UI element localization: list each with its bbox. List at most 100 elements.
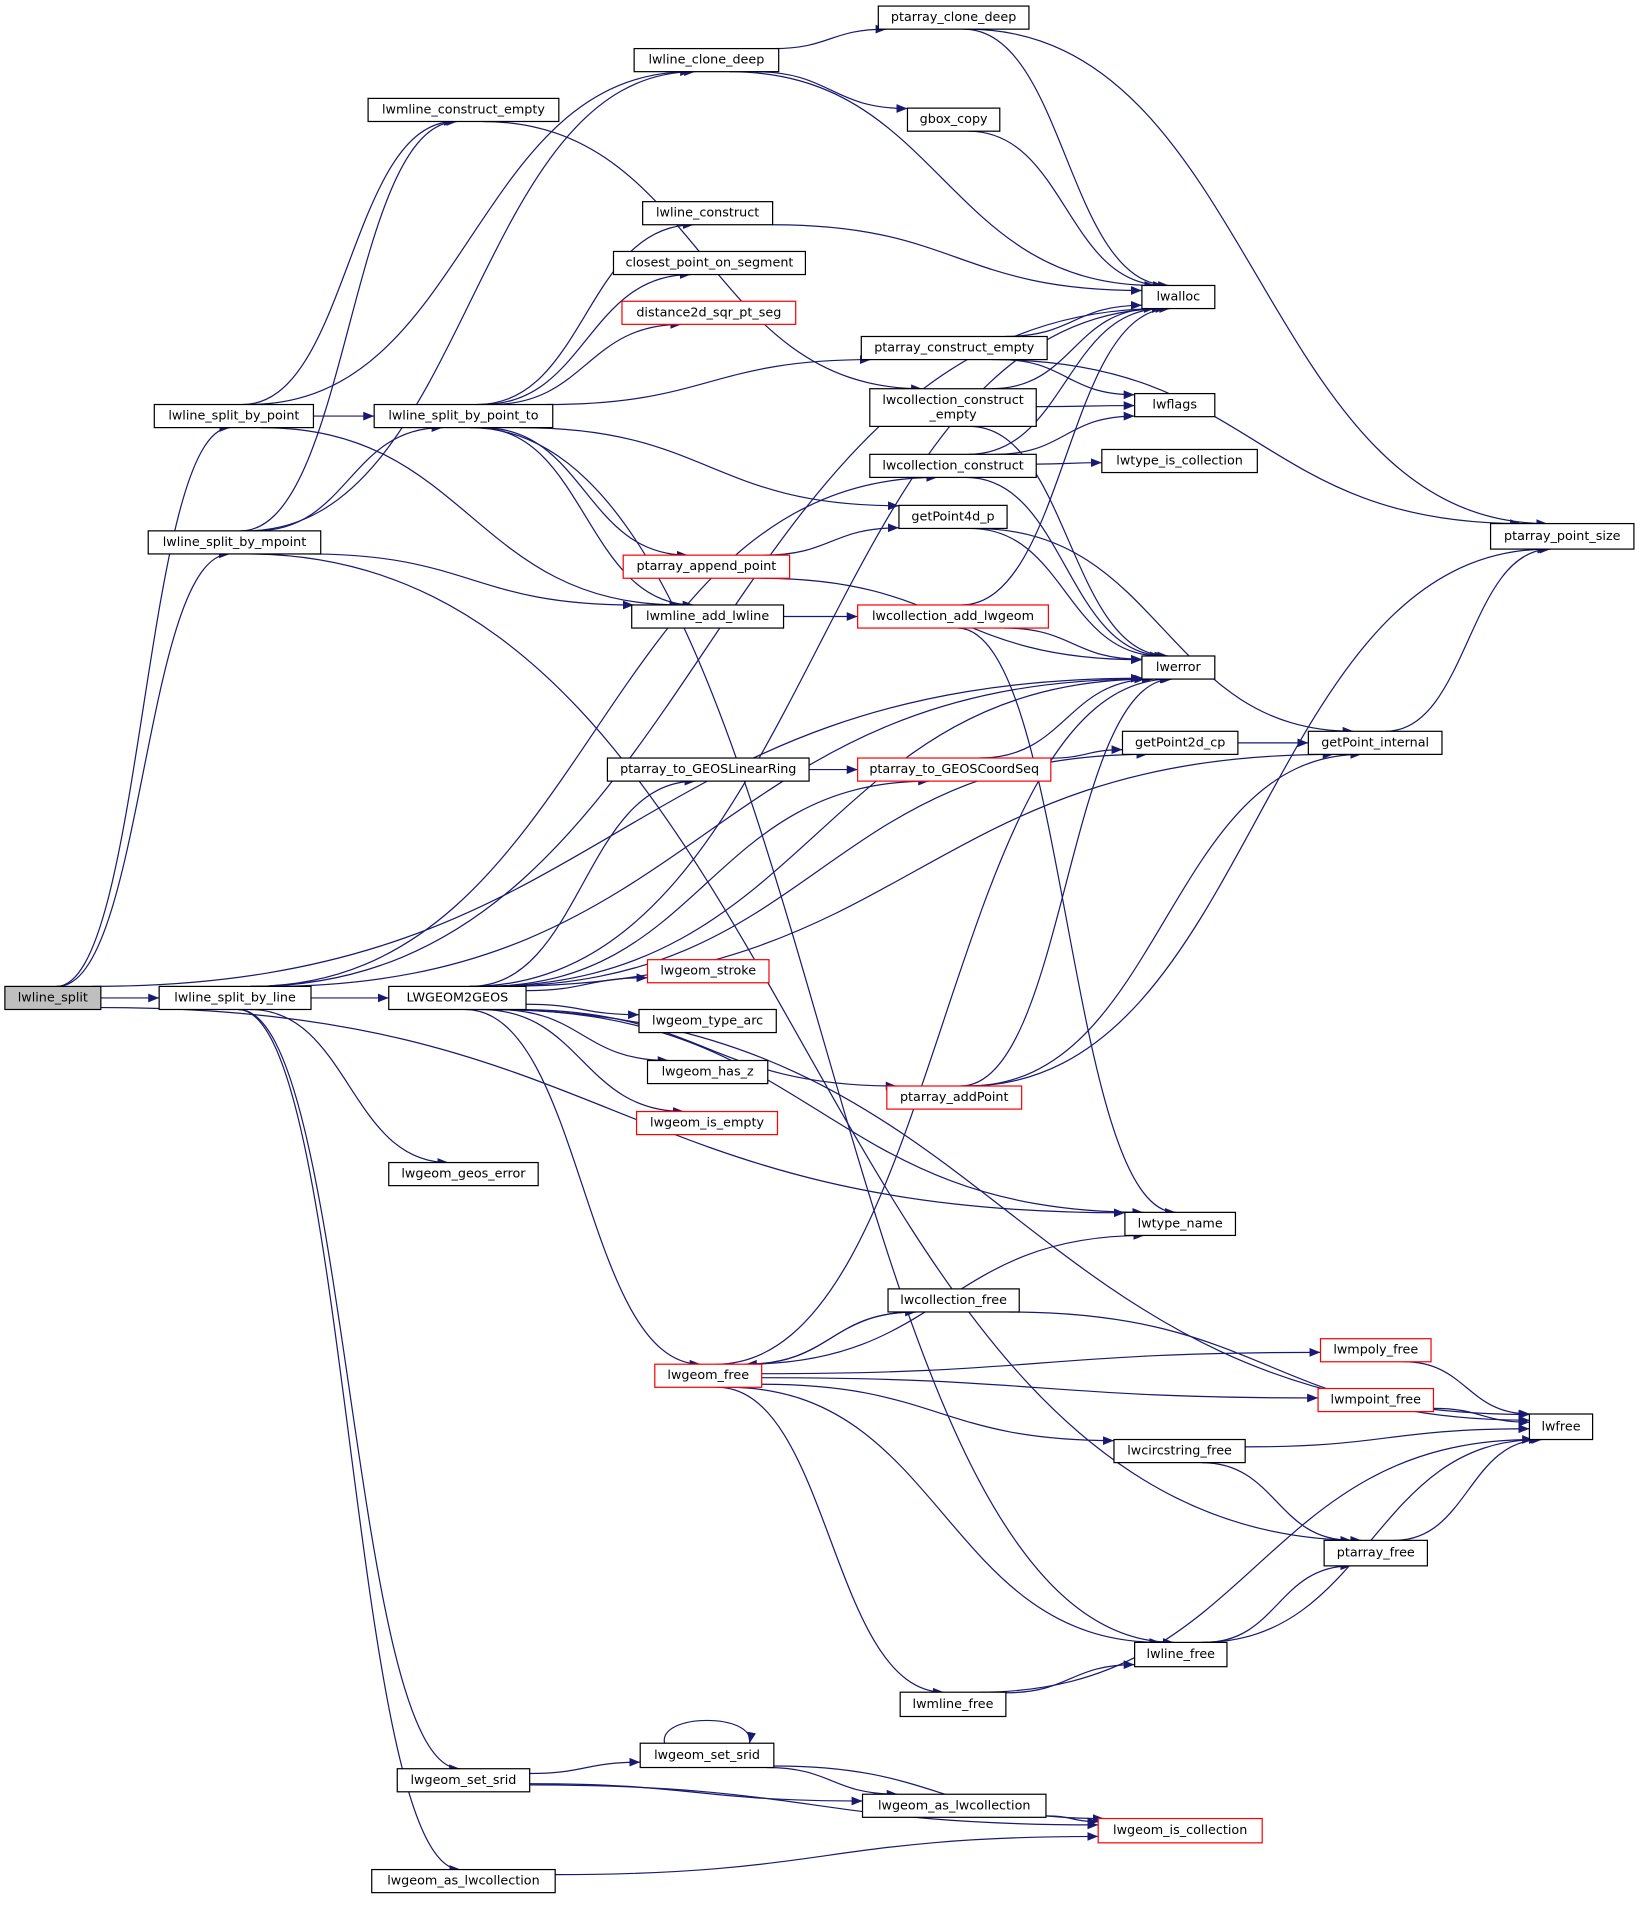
edge-lwline_split_by_mpoint-to-ptarray_free [247,553,1362,1545]
edge-lwcollection_free-to-lwfree [1009,1311,1530,1425]
node-lwline-split-by-line[interactable]: lwline_split_by_line [158,985,312,1011]
node-getpoint2d-cp[interactable]: getPoint2d_cp [1121,730,1239,755]
node-box [642,201,774,226]
node-lwgeom-free[interactable]: lwgeom_free [654,1363,763,1388]
edge-lwcircstring_free-to-ptarray_free [1201,1461,1352,1545]
node-lwgeom-geos-error[interactable]: lwgeom_geos_error [388,1161,539,1187]
node-lwgeom-type-arc[interactable]: lwgeom_type_arc [638,1008,777,1034]
node-box [857,604,1049,629]
node-lwgeom-is-collection[interactable]: lwgeom_is_collection [1097,1817,1263,1844]
node-ptarray-addpoint[interactable]: ptarray_addPoint [886,1085,1023,1110]
edge-LWGEOM2GEOS-to-lwgeom_has_z [496,1008,669,1065]
node-lwgeom-stroke[interactable]: lwgeom_stroke [646,959,770,984]
node-distance2d-sqr-pt-seg[interactable]: distance2d_sqr_pt_seg [621,300,797,325]
edge-lwgeom_set_srid_l-to-lwgeom_as_lwcollection_r [529,1783,863,1806]
node-lwgeom-as-lwcollection-r[interactable]: lwgeom_as_lwcollection [861,1793,1047,1818]
node-lwline-split-by-point-to[interactable]: lwline_split_by_point_to [373,403,554,429]
edge-lwgeom_free-to-lwmpoly_free [761,1347,1321,1375]
node-label: lwmpoly_free [1333,1343,1418,1358]
node-lwline-split[interactable]: lwline_split [4,985,102,1011]
node-closest-point-on-segment[interactable]: closest_point_on_segment [612,250,807,276]
node-ptarray-to-geoslinearring[interactable]: ptarray_to_GEOSLinearRing [606,757,810,782]
node-box [639,1742,775,1769]
node-lwfree[interactable]: lwfree [1528,1413,1594,1441]
edge-ptarray_to_GEOSCoordSeq-to-lwerror [979,674,1154,759]
node-lwline-split-by-mpoint[interactable]: lwline_split_by_mpoint [147,530,322,555]
node-lwgeom-is-empty[interactable]: lwgeom_is_empty [635,1110,779,1136]
node-label: lwflags [1152,398,1197,413]
node-box [1528,1413,1594,1441]
node-lwgeom-set-srid-r[interactable]: lwgeom_set_srid [639,1742,775,1769]
node-label: lwtype_name [1138,1216,1223,1231]
edge-ptarray_addPoint-to-lwerror [960,674,1173,1087]
edge-lwcollection_construct-to-lwtype_is_collection [1036,458,1102,468]
node-lwflags[interactable]: lwflags [1134,392,1216,418]
node-lwgeom2geos[interactable]: LWGEOM2GEOS [388,985,527,1011]
node-ptarray-free[interactable]: ptarray_free [1323,1539,1429,1567]
node-lwmline-construct-empty[interactable]: lwmline_construct_empty [367,97,560,123]
node-ptarray-point-size[interactable]: ptarray_point_size [1489,522,1635,550]
node-box [1113,1438,1246,1464]
node-lwline-construct[interactable]: lwline_construct [642,201,774,226]
edge-LWGEOM2GEOS-to-lwgeom_stroke [526,973,648,992]
edge-LWGEOM2GEOS-to-lwgeom_is_empty [480,1008,685,1116]
node-lwmline-free[interactable]: lwmline_free [899,1691,1007,1718]
node-label: lwfree [1541,1419,1580,1434]
node-lwtype-is-collection[interactable]: lwtype_is_collection [1101,448,1258,474]
node-lwalloc[interactable]: lwalloc [1141,284,1216,310]
node-label: lwgeom_free [667,1368,749,1383]
edge-lwcollection_construct-to-lwflags [995,411,1135,455]
node-lwline-free[interactable]: lwline_free [1134,1641,1228,1668]
node-box [1134,392,1216,418]
node-label: lwline_split_by_point_to [388,409,538,424]
node-box [860,335,1048,361]
node-box [869,388,1037,427]
node-box [1141,284,1216,310]
node-label: lwgeom_is_empty [650,1116,764,1131]
node-label: lwline_construct [656,206,759,221]
node-lwcollection-construct-empty[interactable]: lwcollection_construct_empty [869,388,1037,427]
node-box [1307,730,1443,755]
node-box [1323,1539,1429,1567]
edge-lwmpoint_free-to-lwfree [1433,1407,1530,1427]
node-lwmpoint-free[interactable]: lwmpoint_free [1317,1387,1435,1413]
node-getpoint-internal[interactable]: getPoint_internal [1307,730,1443,755]
node-box [1319,1338,1432,1363]
node-label: lwtype_is_collection [1116,454,1243,469]
node-lwerror[interactable]: lwerror [1141,655,1216,680]
node-lwmline-add-lwline[interactable]: lwmline_add_lwline [631,604,785,629]
edge-lwline_construct-to-lwalloc [772,224,1142,295]
node-lwline-split-by-point[interactable]: lwline_split_by_point [153,403,315,429]
node-lwline-clone-deep[interactable]: lwline_clone_deep [633,47,780,73]
node-label: lwgeom_has_z [662,1065,754,1080]
node-label: ptarray_to_GEOSCoordSeq [869,762,1039,777]
node-lwmpoly-free[interactable]: lwmpoly_free [1319,1338,1432,1363]
edge-ptarray_to_GEOSCoordSeq-to-getPoint2d_cp [1050,745,1123,759]
edge-lwline_split_by_point_to-to-ptarray_append_point [482,426,688,560]
node-ptarray-clone-deep[interactable]: ptarray_clone_deep [877,5,1030,30]
edge-gbox_copy-to-lwalloc [968,130,1164,290]
node-ptarray-append-point[interactable]: ptarray_append_point [622,554,791,579]
node-ptarray-construct-empty[interactable]: ptarray_construct_empty [860,335,1048,361]
node-ptarray-to-geoscoordseq[interactable]: ptarray_to_GEOSCoordSeq [857,757,1052,782]
node-lwcollection-add-lwgeom[interactable]: lwcollection_add_lwgeom [857,604,1049,629]
node-lwgeom-has-z[interactable]: lwgeom_has_z [646,1059,769,1085]
node-lwtype-name[interactable]: lwtype_name [1124,1211,1237,1237]
node-label: lwgeom_set_srid [411,1773,517,1788]
edge-lwline_clone_deep-to-gbox_copy [754,71,908,113]
node-lwcircstring-free[interactable]: lwcircstring_free [1113,1438,1246,1464]
edge-LWGEOM2GEOS-to-lwgeom_free [465,1008,701,1369]
node-lwcollection-free[interactable]: lwcollection_free [887,1288,1020,1313]
node-getpoint4d-p[interactable]: getPoint4d_p [898,504,1008,530]
node-gbox-copy[interactable]: gbox_copy [906,107,1001,132]
node-label: lwline_clone_deep [648,53,764,68]
node-label: ptarray_free [1337,1546,1415,1561]
node-box [898,504,1008,530]
node-label: closest_point_on_segment [625,256,793,271]
node-label: lwline_split_by_point [168,409,299,424]
node-label: lwline_free [1147,1647,1216,1662]
node-lwcollection-construct[interactable]: lwcollection_construct [869,453,1037,479]
node-lwgeom-as-lwcollection-l[interactable]: lwgeom_as_lwcollection [371,1868,556,1894]
node-lwgeom-set-srid-l[interactable]: lwgeom_set_srid [396,1768,531,1793]
edges-layer [56,24,1551,1876]
